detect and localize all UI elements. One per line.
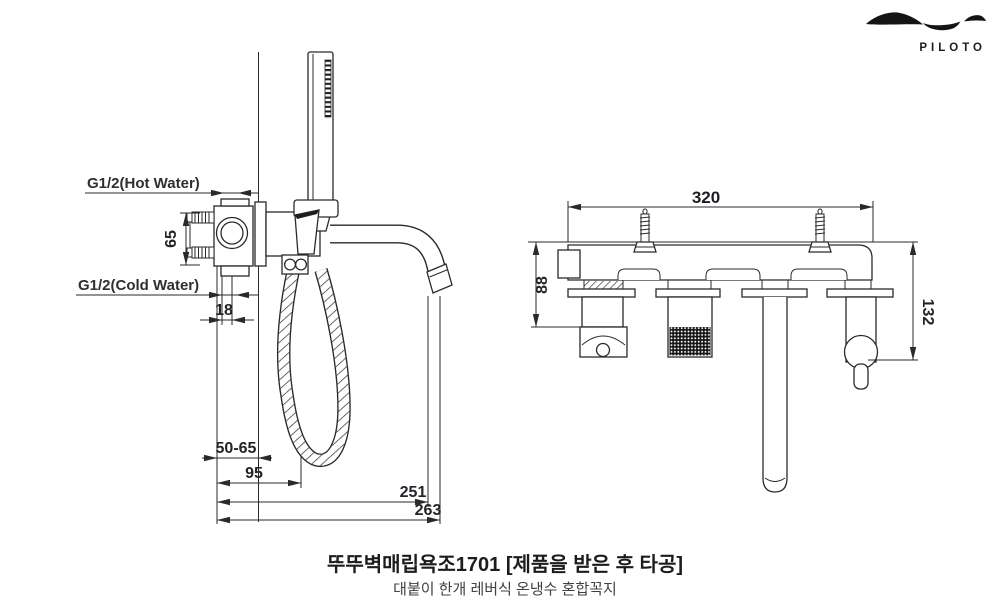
logo: PILOTO [865,11,987,54]
dim-wall-range: 50-65 [202,440,272,462]
svg-text:263: 263 [415,502,442,519]
svg-text:65: 65 [163,230,180,248]
screw-icon [633,208,657,253]
shower-holder-front [579,296,628,358]
front-view: 320 88 132 [528,188,936,493]
dim-total-reach: 263 [217,502,442,524]
shower-head-front [667,296,713,358]
brand-name: PILOTO [919,42,986,54]
svg-text:95: 95 [245,465,263,482]
cold-water-callout: G1/2(Cold Water) [76,277,258,299]
dim-holder-drop: 88 [531,242,581,328]
screw-icon [808,208,832,253]
hot-water-callout: G1/2(Hot Water) [85,175,258,197]
logo-wave-icon [866,12,986,31]
hose [276,268,351,468]
lever-handle-side [294,209,320,255]
dim-inlet-span: 65 [163,212,200,266]
drawing-subtitle: 대붙이 한개 레버식 온냉수 혼합꼭지 [393,581,617,598]
flanges [567,288,894,298]
svg-text:18: 18 [215,302,233,319]
handle-front [843,296,879,390]
svg-text:50-65: 50-65 [216,440,257,457]
svg-text:132: 132 [919,299,936,326]
dim-offset: 18 [200,302,254,324]
svg-text:88: 88 [534,276,551,294]
spout-tip [426,263,453,294]
holder-mount-hatch [584,281,623,289]
wall-plate [254,201,267,267]
mounting-bar [557,244,873,289]
spray-face [324,59,332,118]
spout-front [762,297,788,493]
drawing-title: 뚜뚜벽매립욕조1701 [제품을 받은 후 타공] [326,554,684,576]
dim-spout-reach: 251 [217,484,428,506]
side-view: G1/2(Hot Water) G1/2(Cold Water) [76,51,453,524]
hot-water-label: G1/2(Hot Water) [87,175,200,192]
inlet-threads [186,211,215,259]
svg-text:251: 251 [400,484,427,501]
dim-hose-center: 95 [217,465,301,487]
spout-side [330,224,453,294]
dim-body-width: 320 [567,188,874,242]
valve-body [213,205,254,267]
dim-handle-drop: 132 [868,242,936,361]
cold-water-label: G1/2(Cold Water) [78,277,199,294]
spray-mesh [669,327,711,356]
bar-left-step [557,249,581,279]
side-extension-lines [216,263,441,524]
svg-text:320: 320 [692,188,720,207]
